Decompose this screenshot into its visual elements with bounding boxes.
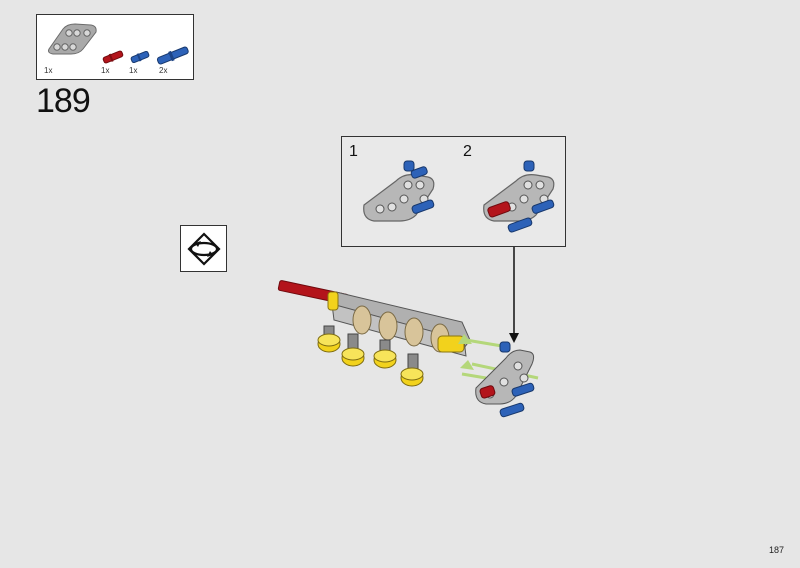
piston-4 (400, 353, 424, 387)
main-model (277, 280, 539, 418)
qty-red-pin: 1x (101, 66, 110, 75)
callout-arrow (509, 247, 519, 343)
blue-friction-pin-icon (156, 46, 189, 65)
sub-assembly-callout: 1 2 (341, 136, 566, 247)
grey-triangle-liftarm-icon (48, 23, 97, 55)
piston-2 (341, 333, 365, 367)
rotate-model-icon (187, 232, 221, 266)
sub-step-2-model (483, 160, 555, 233)
page-number: 187 (768, 545, 784, 555)
sub-step-label-2: 2 (463, 143, 472, 160)
sub-step-1-model (363, 160, 435, 222)
qty-blue-axle-pin: 1x (129, 66, 138, 75)
step-number: 189 (36, 82, 91, 120)
sub-step-label-1: 1 (349, 143, 358, 160)
piston-1 (317, 325, 341, 353)
piston-3 (373, 339, 397, 369)
red-axle-pin-icon (102, 50, 124, 64)
rotate-model-box (180, 225, 227, 272)
blue-axle-pin-icon (130, 50, 150, 64)
qty-liftarm: 1x (44, 66, 53, 75)
parts-list-box: 1x 1x 1x 2x (36, 14, 194, 80)
qty-blue-friction-pin: 2x (159, 66, 168, 75)
